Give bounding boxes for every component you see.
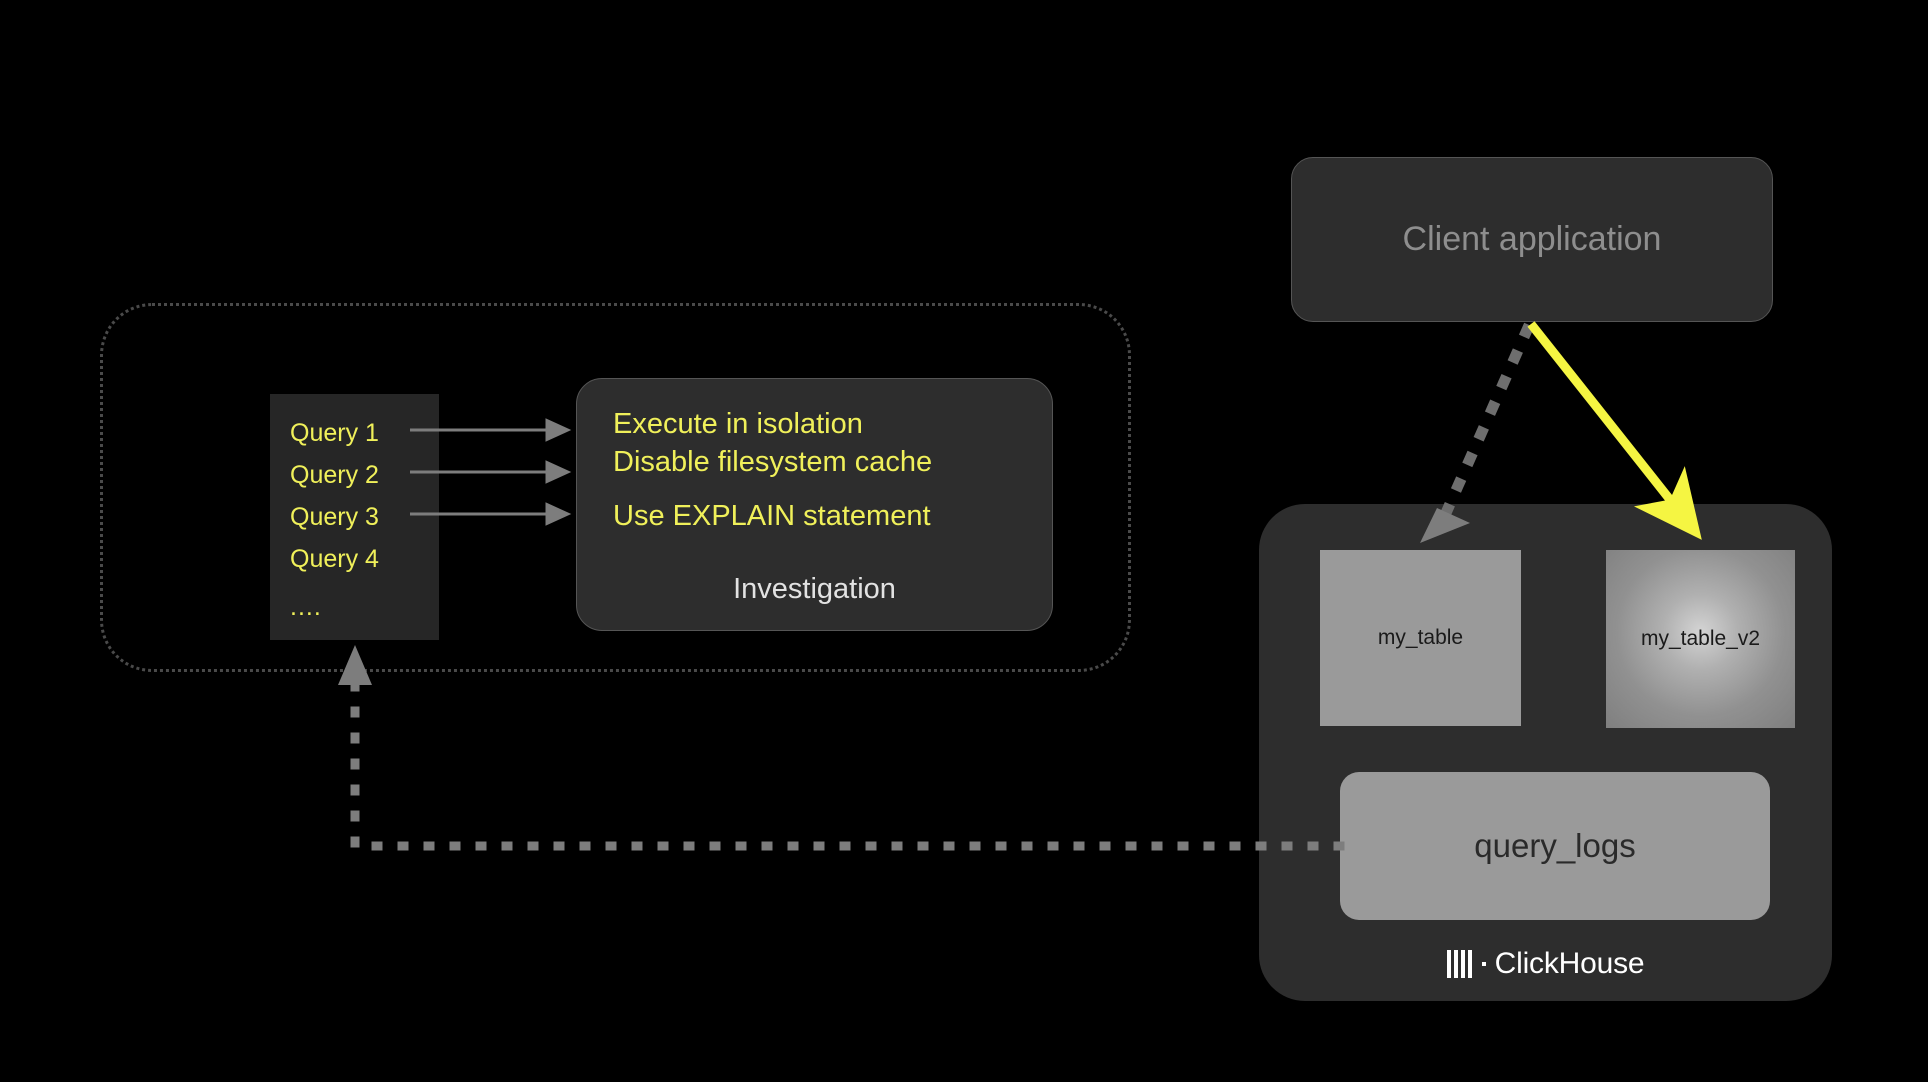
investigation-step: Disable filesystem cache [613, 446, 933, 478]
investigation-card: Execute in isolation Disable filesystem … [576, 378, 1053, 631]
investigation-card-title: Investigation [733, 573, 896, 605]
query-list-item: Query 3 [290, 503, 379, 531]
query-list-box: Query 1 Query 2 Query 3 Query 4 .... [270, 394, 439, 640]
query-list-ellipsis: .... [290, 593, 322, 621]
table-my-table-v2: my_table_v2 [1606, 550, 1795, 728]
query-list-item: Query 2 [290, 461, 379, 489]
investigation-region-boundary [100, 303, 1131, 672]
clickhouse-brand-label: ClickHouse [1494, 947, 1645, 980]
query-list-item: Query 1 [290, 419, 379, 447]
clickhouse-logo: ClickHouse [1259, 947, 1832, 981]
connector-client-to-mytablev2 [1527, 321, 1702, 540]
client-application-box: Client application [1291, 157, 1773, 322]
table-label: my_table [1377, 626, 1464, 649]
connector-client-to-mytable [1434, 322, 1535, 530]
investigation-step: Use EXPLAIN statement [613, 500, 931, 532]
table-query-logs: query_logs [1340, 772, 1770, 920]
table-label: query_logs [1474, 827, 1636, 864]
client-application-label: Client application [1402, 220, 1662, 258]
query-list-item: Query 4 [290, 545, 379, 573]
table-label: my_table_v2 [1640, 627, 1761, 650]
investigation-step: Execute in isolation [613, 408, 863, 440]
table-my-table: my_table [1320, 550, 1521, 726]
clickhouse-bars-icon [1446, 950, 1472, 978]
clickhouse-dot-icon [1481, 962, 1486, 966]
connector-querylogs-to-querylist [350, 673, 1345, 851]
